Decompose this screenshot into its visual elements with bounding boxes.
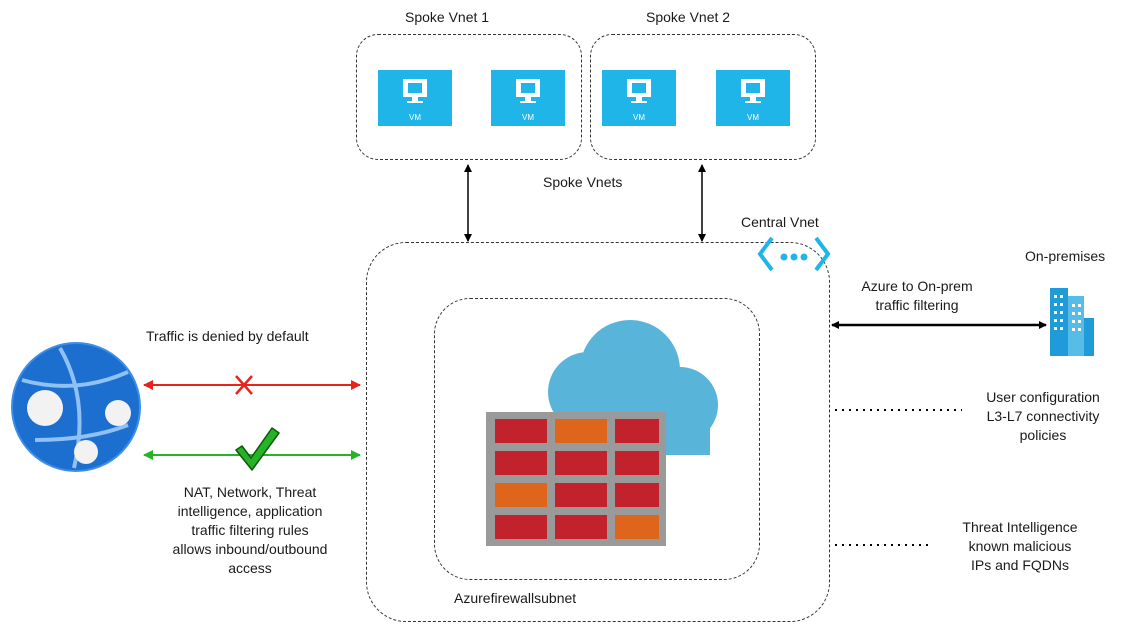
- vm-label: VM: [522, 113, 534, 122]
- allowed-line: access: [228, 560, 272, 576]
- denied-label: Traffic is denied by default: [146, 328, 309, 344]
- central-vnet-box: [366, 242, 830, 622]
- vnet-icon: [757, 236, 831, 272]
- onprem-title: On-premises: [1025, 248, 1106, 264]
- deny-x-icon: [235, 375, 253, 395]
- allowed-line: intelligence, application: [177, 503, 323, 519]
- threat-line: known malicious: [968, 538, 1072, 554]
- vm-icon: VM: [491, 70, 565, 126]
- checkmark-icon: [235, 427, 280, 471]
- firewall-subnet-box: [434, 298, 760, 580]
- firewall-icon: [486, 412, 666, 546]
- building-icon: [1050, 288, 1094, 356]
- onprem-link-label-1: Azure to On-prem: [861, 278, 973, 294]
- spoke-vnets-label: Spoke Vnets: [543, 174, 623, 190]
- vm-icon: VM: [378, 70, 452, 126]
- user-config-line: policies: [1019, 427, 1067, 443]
- spoke-vnet-2-box: [590, 34, 816, 160]
- onprem-link-label-2: traffic filtering: [875, 297, 959, 313]
- spoke-vnet-1-box: [356, 34, 582, 160]
- allowed-line: allows inbound/outbound: [172, 541, 328, 557]
- spoke-vnet-1-title: Spoke Vnet 1: [405, 9, 490, 25]
- vm-label: VM: [747, 113, 759, 122]
- vm-icon: VM: [716, 70, 790, 126]
- allowed-line: NAT, Network, Threat: [183, 484, 317, 500]
- web-app-icon: [11, 342, 141, 472]
- allowed-line: traffic filtering rules: [191, 522, 309, 538]
- threat-line: IPs and FQDNs: [970, 557, 1070, 573]
- vm-icon: VM: [602, 70, 676, 126]
- central-vnet-label: Central Vnet: [741, 214, 819, 230]
- user-config-line: L3-L7 connectivity: [986, 408, 1100, 424]
- user-config-line: User configuration: [986, 389, 1100, 405]
- threat-line: Threat Intelligence: [962, 519, 1078, 535]
- subnet-label: Azurefirewallsubnet: [454, 590, 577, 606]
- vm-label: VM: [633, 113, 645, 122]
- spoke-vnet-2-title: Spoke Vnet 2: [646, 9, 731, 25]
- vm-label: VM: [409, 113, 421, 122]
